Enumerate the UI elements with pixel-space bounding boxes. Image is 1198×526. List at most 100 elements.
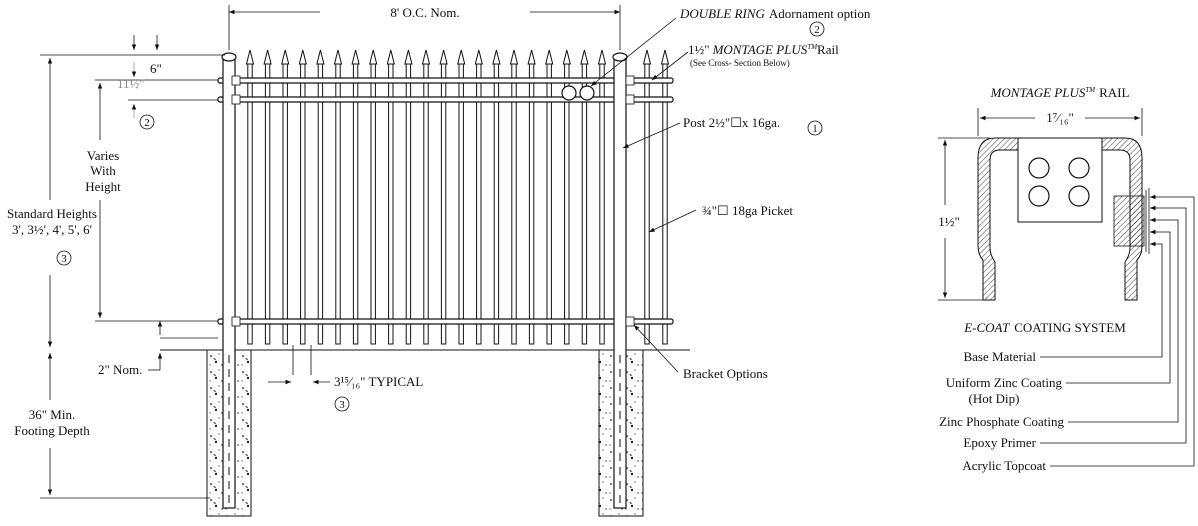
coating-title: E-COAT COATING SYSTEM	[963, 320, 1126, 335]
picket-spear-top	[421, 49, 431, 65]
top-rail	[217, 77, 674, 84]
picket-spear-top	[281, 49, 290, 65]
brackets	[231, 75, 635, 327]
picket	[264, 61, 271, 345]
coating-layers-detail	[1113, 195, 1145, 247]
picket-spear-top	[580, 49, 589, 65]
standard-heights-line-2: 3', 3½', 4', 5', 6'	[12, 222, 92, 237]
picket	[317, 61, 324, 345]
dim-6-label: 6"	[150, 61, 162, 76]
picket	[440, 61, 447, 345]
dim-11-5-label: 11½"	[117, 76, 145, 91]
pickets	[245, 49, 670, 345]
section-title-tm: TM	[1085, 86, 1096, 94]
layer-epoxy-primer: Epoxy Primer	[963, 435, 1036, 450]
picket-spear-top	[509, 49, 519, 65]
picket-callout-label: ¾"☐ 18ga Picket	[702, 203, 793, 218]
posts	[221, 52, 628, 509]
picket-spear-top	[316, 49, 325, 65]
picket-spear-top	[245, 49, 255, 65]
post-callout-num: 1	[812, 123, 818, 135]
picket-spear-top	[527, 49, 536, 65]
rail-name: MONTAGE PLUS	[712, 42, 808, 57]
picket	[300, 61, 306, 345]
rail-left-wall	[977, 137, 1019, 301]
post-callout-label: Post 2½"☐x 16ga.	[683, 115, 780, 130]
picket	[546, 61, 552, 345]
picket-spear-top	[369, 49, 378, 65]
picket	[564, 61, 570, 345]
layer-hot-dip: (Hot Dip)	[969, 391, 1020, 406]
coating-title-rest: COATING SYSTEM	[1014, 320, 1126, 335]
section-width-dim: 1⁷⁄₁₆"	[1046, 110, 1074, 125]
layer-acrylic-topcoat: Acrylic Topcoat	[962, 458, 1046, 473]
section-title-rest: RAIL	[1099, 85, 1129, 100]
picket-spear-top	[597, 49, 607, 65]
rail-tm: TM	[807, 43, 818, 51]
double-ring-italic: DOUBLE RING	[679, 6, 765, 21]
picket-spear-top	[404, 49, 413, 65]
picket	[493, 61, 500, 345]
layer-zinc-phosphate: Zinc Phosphate Coating	[939, 414, 1064, 429]
picket	[644, 61, 650, 345]
picket-spear-top	[545, 49, 554, 65]
section-height-dim: 1½"	[938, 214, 960, 229]
standard-heights-line-1: Standard Heights	[7, 206, 97, 221]
top-dimension-label: 8' O.C. Nom.	[390, 5, 459, 20]
picket-spear-top	[386, 49, 395, 65]
picket-insert	[1017, 137, 1103, 223]
right-post-cap	[612, 52, 628, 62]
bottom-rail	[217, 318, 674, 325]
picket	[370, 61, 376, 345]
double-ring-rest: Adornament option	[769, 6, 871, 21]
picket-spear-top	[642, 49, 652, 65]
left-post-cap	[221, 52, 237, 62]
picket	[405, 61, 412, 345]
footing-line-2: Footing Depth	[14, 423, 90, 438]
picket	[423, 61, 429, 345]
footing-line-1: 36" Min.	[29, 407, 75, 422]
picket	[528, 61, 535, 345]
dim-11-5-num: 2	[144, 117, 150, 129]
picket	[247, 61, 253, 345]
section-title-italic: MONTAGE PLUS	[990, 85, 1086, 100]
coating-title-italic: E-COAT	[963, 320, 1010, 335]
picket-spear-top	[660, 49, 670, 65]
bracket-callout-label: Bracket Options	[683, 366, 768, 381]
picket-spear-top	[333, 49, 343, 65]
picket-spear-top	[457, 49, 466, 65]
picket-spear-top	[439, 49, 448, 65]
fence-elevation	[160, 49, 690, 517]
typical-num: 3	[339, 399, 345, 411]
nom-2-label: 2" Nom.	[98, 362, 142, 377]
picket-spear-top	[562, 49, 571, 65]
upper-rail	[217, 96, 674, 103]
picket	[352, 61, 359, 345]
rail-callout-label: 1½"MONTAGE PLUSTMRail	[688, 42, 839, 57]
picket	[458, 61, 464, 345]
picket-spear-top	[492, 49, 501, 65]
rail-size: 1½"	[688, 42, 710, 57]
rail-callout-sub: (See Cross- Section Below)	[690, 58, 790, 68]
varies-line-1: Varies	[87, 148, 120, 163]
typical-label: 3¹⁵⁄₁₆" TYPICAL	[334, 374, 423, 389]
standard-heights-num: 3	[61, 253, 67, 265]
double-ring-label: DOUBLE RING Adornament option	[679, 6, 871, 21]
dimensions: 8' O.C. Nom. 6" 11½" 2 Varies With Heigh…	[7, 5, 871, 499]
layer-base-material: Base Material	[963, 349, 1036, 364]
picket	[511, 61, 517, 345]
rails	[217, 77, 674, 325]
varies-line-3: Height	[85, 179, 121, 194]
picket-spear-top	[298, 49, 307, 65]
picket	[599, 61, 605, 345]
picket	[335, 61, 341, 345]
double-ring-adornment	[561, 85, 595, 101]
picket	[581, 61, 588, 345]
picket-spear-top	[474, 49, 483, 65]
picket	[282, 61, 288, 345]
picket	[388, 61, 394, 345]
double-ring-num: 2	[814, 24, 820, 36]
